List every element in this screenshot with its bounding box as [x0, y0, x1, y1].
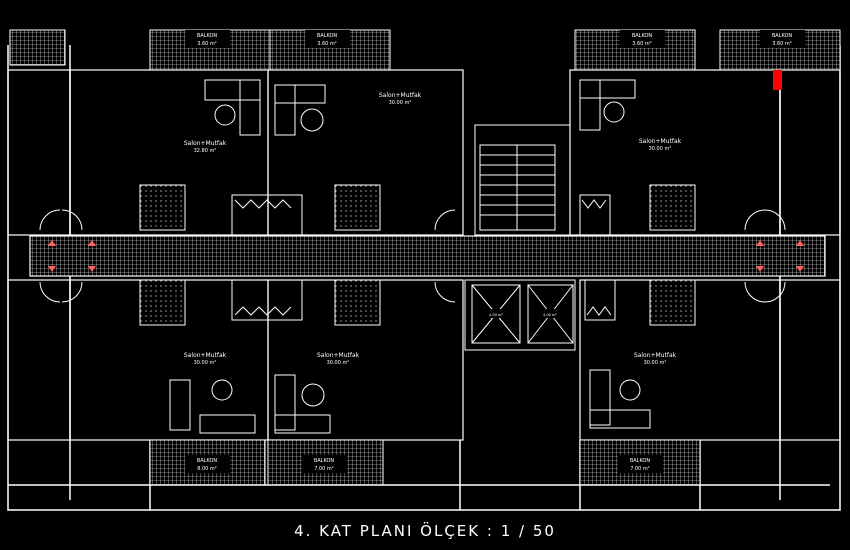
svg-text:Salon+Mutfak: Salon+Mutfak: [379, 92, 422, 99]
svg-text:Salon+Mutfak: Salon+Mutfak: [634, 352, 677, 359]
svg-text:3.60 m²: 3.60 m²: [632, 41, 652, 47]
balcony-label-bottom-2: BALKON 7.00 m²: [302, 455, 347, 473]
bottom-apartment-walls: [7, 279, 841, 441]
balcony-label-top-2: BALKON 3.60 m²: [305, 30, 350, 48]
svg-text:7.00 m²: 7.00 m²: [630, 466, 650, 472]
inner-stairs: [231, 194, 616, 321]
balcony-label-top-1: BALKON 3.60 m²: [185, 30, 230, 48]
living-room-label-4: Salon+Mutfak 30.00 m²: [184, 352, 227, 366]
living-room-label-6: Salon+Mutfak 30.00 m²: [634, 352, 677, 366]
balcony-label-top-4: BALKON 3.60 m²: [760, 30, 805, 48]
plan-caption: 4. KAT PLANI ÖLÇEK : 1 / 50: [294, 522, 556, 540]
svg-text:Salon+Mutfak: Salon+Mutfak: [639, 138, 682, 145]
balcony-label-top-3: BALKON 3.60 m²: [620, 30, 665, 48]
doors: [39, 209, 786, 303]
svg-text:3.60 m²: 3.60 m²: [317, 41, 337, 47]
svg-text:4.00 m²: 4.00 m²: [489, 313, 503, 317]
bathrooms: [139, 184, 696, 326]
svg-text:BALKON: BALKON: [317, 33, 338, 39]
shaft-label-2: 4.00 m²: [538, 309, 562, 318]
svg-text:BALKON: BALKON: [197, 33, 218, 39]
svg-text:30.00 m²: 30.00 m²: [327, 360, 350, 366]
svg-text:30.00 m²: 30.00 m²: [649, 146, 672, 152]
corridor-markers: [48, 240, 804, 272]
svg-text:Salon+Mutfak: Salon+Mutfak: [184, 140, 227, 147]
living-room-label-5: Salon+Mutfak 30.00 m²: [317, 352, 360, 366]
red-column-marker: [773, 70, 782, 90]
top-apartment-walls: [7, 69, 841, 236]
living-room-label-1: Salon+Mutfak 32.80 m²: [184, 140, 227, 154]
svg-text:BALKON: BALKON: [314, 458, 335, 464]
svg-text:Salon+Mutfak: Salon+Mutfak: [184, 352, 227, 359]
svg-text:30.00 m²: 30.00 m²: [194, 360, 217, 366]
svg-text:32.80 m²: 32.80 m²: [194, 148, 217, 154]
svg-text:30.00 m²: 30.00 m²: [644, 360, 667, 366]
living-room-label-3: Salon+Mutfak 30.00 m²: [639, 138, 682, 152]
svg-text:BALKON: BALKON: [197, 458, 218, 464]
shaft-label-1: 4.00 m²: [484, 309, 508, 318]
living-room-label-2: Salon+Mutfak 30.00 m²: [379, 92, 422, 106]
svg-text:BALKON: BALKON: [632, 33, 653, 39]
svg-text:3.60 m²: 3.60 m²: [197, 41, 217, 47]
svg-text:3.60 m²: 3.60 m²: [772, 41, 792, 47]
svg-text:Salon+Mutfak: Salon+Mutfak: [317, 352, 360, 359]
stairwell: [474, 124, 571, 236]
svg-text:30.00 m²: 30.00 m²: [389, 100, 412, 106]
balcony-label-bottom-1: BALKON 8.00 m²: [185, 455, 230, 473]
svg-text:7.00 m²: 7.00 m²: [314, 466, 334, 472]
bottom-balcony-strips: [149, 439, 701, 486]
svg-text:4.00 m²: 4.00 m²: [543, 313, 557, 317]
corridor: [29, 235, 826, 277]
svg-text:BALKON: BALKON: [772, 33, 793, 39]
svg-text:BALKON: BALKON: [630, 458, 651, 464]
furniture: [169, 79, 651, 434]
top-balcony-strips: [9, 29, 841, 71]
svg-text:8.00 m²: 8.00 m²: [197, 466, 217, 472]
balcony-label-bottom-3: BALKON 7.00 m²: [618, 455, 663, 473]
